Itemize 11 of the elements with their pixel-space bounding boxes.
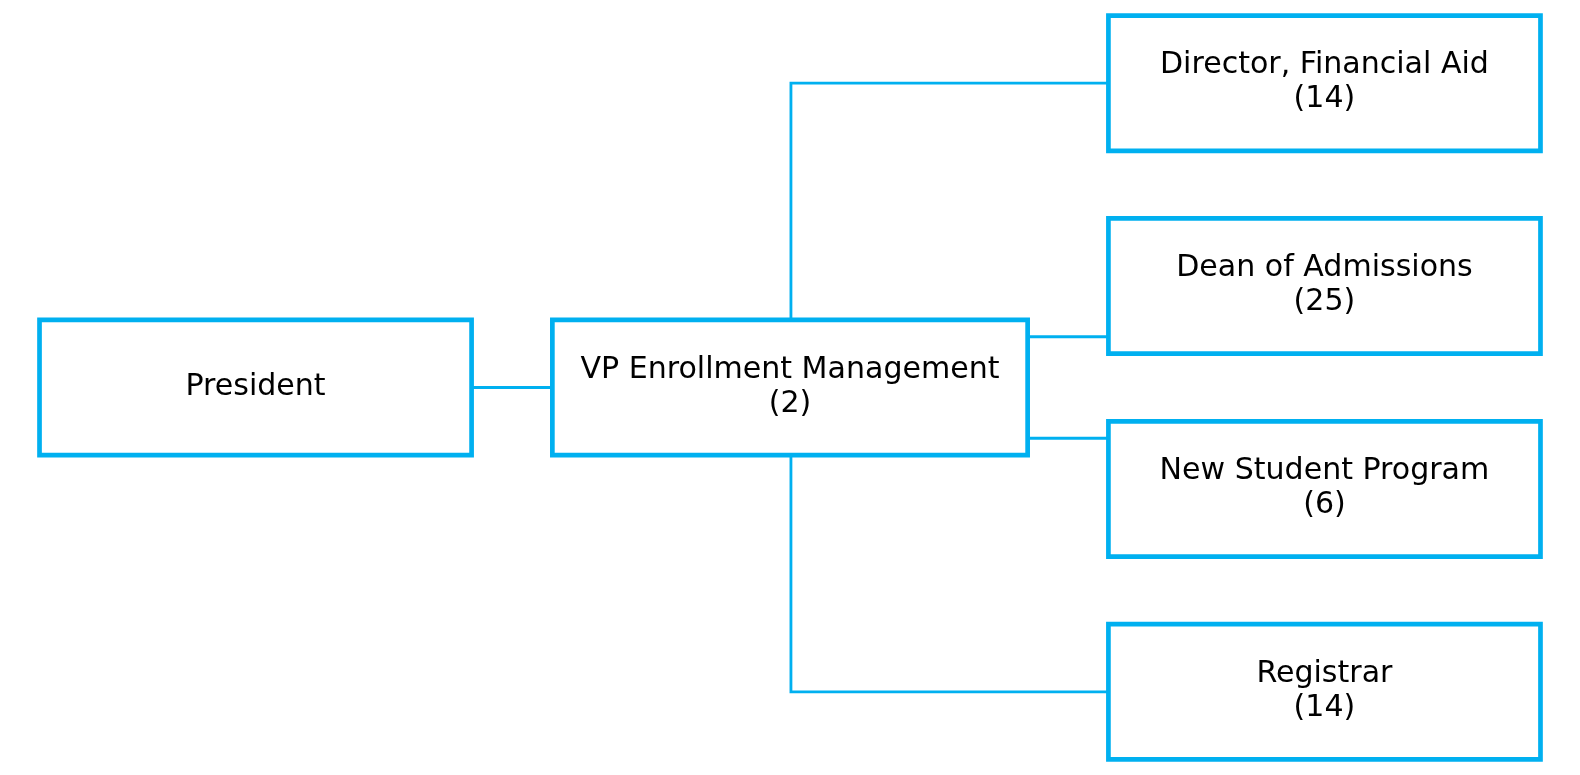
- node-box: Dean of Admissions (25): [1106, 216, 1543, 357]
- connector: [789, 81, 1109, 320]
- connector: [789, 455, 1109, 694]
- node-box: Registrar (14): [1106, 621, 1543, 762]
- connector: [1028, 436, 1108, 440]
- connector: [1028, 335, 1108, 339]
- node-box: Director, Financial Aid (14): [1106, 13, 1543, 154]
- node-box: New Student Program (6): [1106, 418, 1543, 559]
- node-box: VP Enrollment Management (2): [550, 317, 1030, 458]
- node-box: President: [37, 317, 474, 458]
- connector: [472, 386, 553, 389]
